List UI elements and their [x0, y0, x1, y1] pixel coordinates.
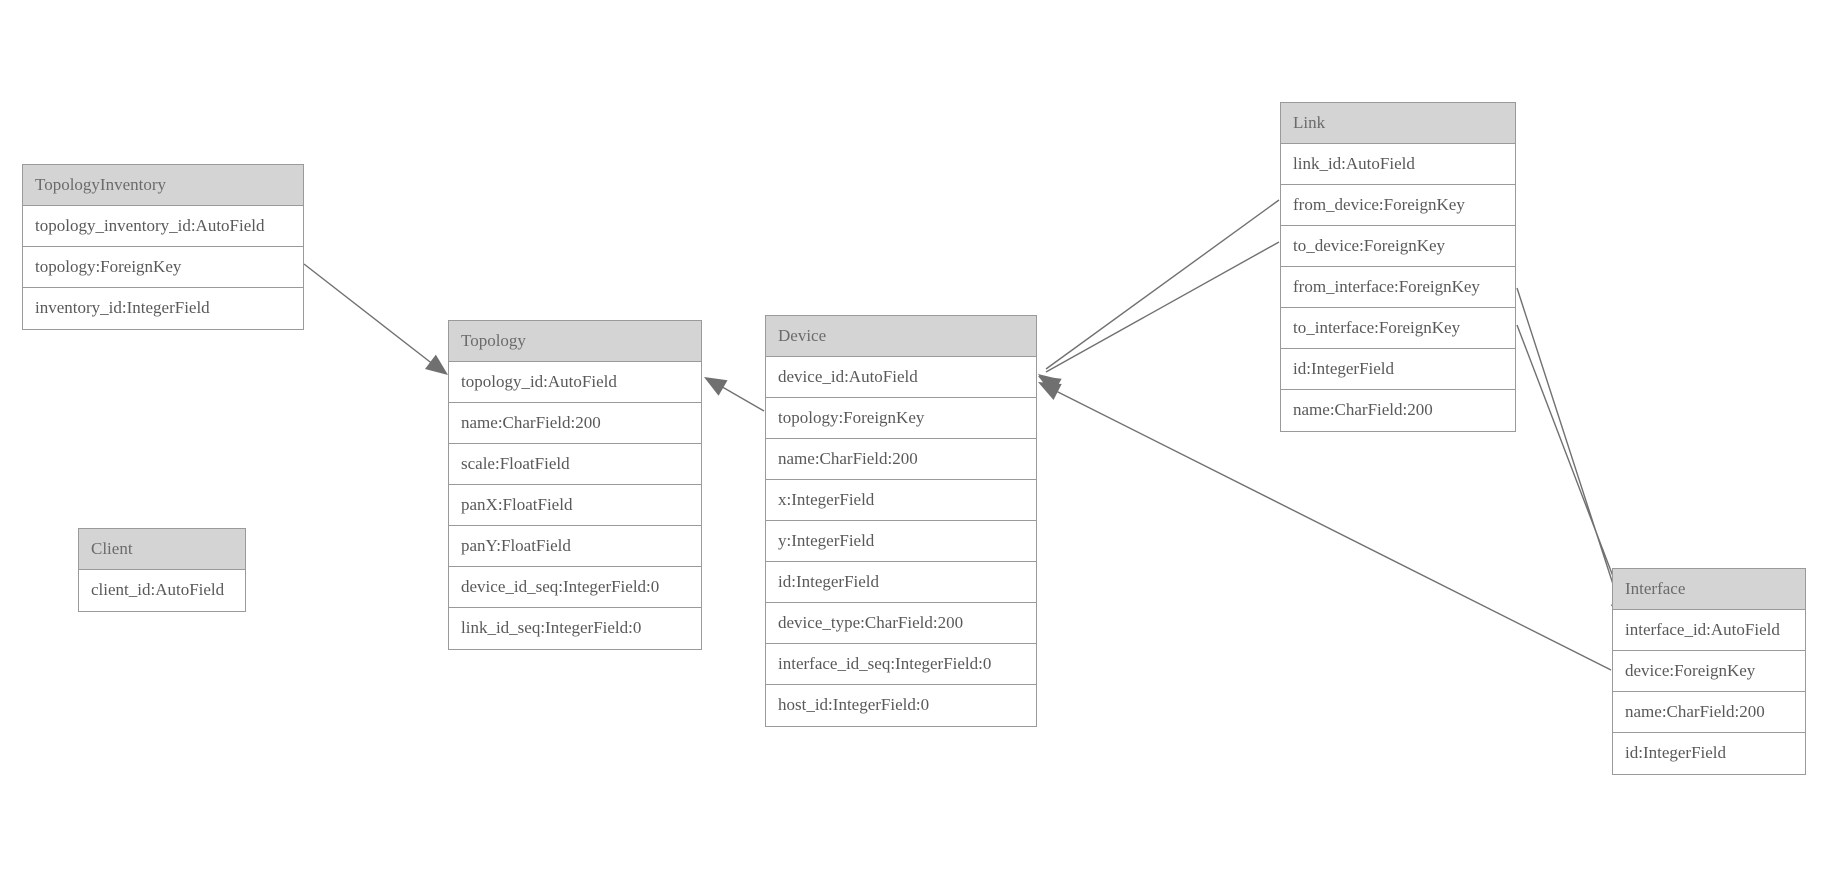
entity-field-row: y:IntegerField [766, 521, 1036, 562]
entity-field-row: topology_inventory_id:AutoField [23, 206, 303, 247]
entity-title-device: Device [766, 316, 1036, 357]
arrowhead-icon [704, 377, 728, 396]
entity-field-row: from_interface:ForeignKey [1281, 267, 1515, 308]
entity-field-row: client_id:AutoField [79, 570, 245, 611]
entity-field-row: name:CharField:200 [1281, 390, 1515, 431]
entity-title-topology: Topology [449, 321, 701, 362]
relationship-topologyinventory-topology [303, 263, 448, 375]
entity-field-row: id:IntegerField [1613, 733, 1805, 774]
entity-field-row: link_id:AutoField [1281, 144, 1515, 185]
entity-field-row: topology:ForeignKey [23, 247, 303, 288]
entity-title-topology-inventory: TopologyInventory [23, 165, 303, 206]
entity-field-row: device:ForeignKey [1613, 651, 1805, 692]
entity-field-row: id:IntegerField [766, 562, 1036, 603]
entity-field-row: topology_id:AutoField [449, 362, 701, 403]
entity-field-row: device_id:AutoField [766, 357, 1036, 398]
entity-field-row: device_id_seq:IntegerField:0 [449, 567, 701, 608]
entity-field-row: from_device:ForeignKey [1281, 185, 1515, 226]
entity-field-row: topology:ForeignKey [766, 398, 1036, 439]
entity-field-row: x:IntegerField [766, 480, 1036, 521]
entity-field-row: panX:FloatField [449, 485, 701, 526]
relationship-link-from-device [1038, 199, 1280, 395]
arrowhead-icon [1038, 376, 1062, 395]
relationship-device-topology [704, 377, 765, 412]
entity-field-row: host_id:IntegerField:0 [766, 685, 1036, 726]
entity-field-row: interface_id_seq:IntegerField:0 [766, 644, 1036, 685]
entity-field-row: to_device:ForeignKey [1281, 226, 1515, 267]
entity-field-row: name:CharField:200 [1613, 692, 1805, 733]
entity-field-row: panY:FloatField [449, 526, 701, 567]
entity-title-interface: Interface [1613, 569, 1805, 610]
entity-field-row: name:CharField:200 [449, 403, 701, 444]
entity-field-row: inventory_id:IntegerField [23, 288, 303, 329]
entity-field-row: scale:FloatField [449, 444, 701, 485]
arrowhead-icon [1038, 382, 1062, 401]
entity-title-client: Client [79, 529, 245, 570]
entity-field-row: link_id_seq:IntegerField:0 [449, 608, 701, 649]
entity-field-row: interface_id:AutoField [1613, 610, 1805, 651]
entity-field-row: id:IntegerField [1281, 349, 1515, 390]
relationship-link-to-device [1038, 241, 1280, 395]
entity-title-link: Link [1281, 103, 1515, 144]
entity-field-row: name:CharField:200 [766, 439, 1036, 480]
entity-field-row: device_type:CharField:200 [766, 603, 1036, 644]
entity-field-row: to_interface:ForeignKey [1281, 308, 1515, 349]
